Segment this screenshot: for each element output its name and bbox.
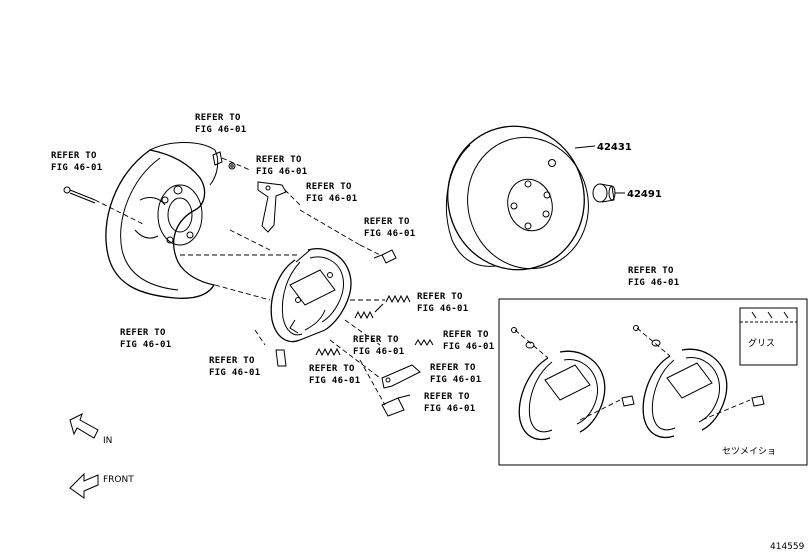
ref-label-7: REFER TO FIG 46-01 (417, 292, 468, 314)
svg-text:FIG 46-01: FIG 46-01 (120, 340, 171, 350)
svg-text:REFER TO: REFER TO (256, 155, 302, 165)
ref-label-2: REFER TO FIG 46-01 (195, 113, 246, 135)
part-number-plug: 42491 (627, 189, 662, 200)
ref-label-6: REFER TO FIG 46-01 (120, 328, 171, 350)
clip-part (212, 151, 236, 170)
spring-lower (315, 347, 341, 357)
front-arrow-icon (69, 472, 99, 499)
svg-text:REFER TO: REFER TO (353, 335, 399, 345)
assembly-leaders (180, 209, 386, 406)
inset-box (498, 298, 808, 466)
svg-text:FIG 46-01: FIG 46-01 (417, 304, 468, 314)
ref-label-13: REFER TO FIG 46-01 (424, 392, 475, 414)
ref-label-8: REFER TO FIG 46-01 (353, 335, 404, 357)
svg-text:REFER TO: REFER TO (309, 364, 355, 374)
brake-shoe-assembly (270, 248, 352, 343)
brake-disc (446, 125, 589, 271)
spring-mid (354, 303, 384, 320)
ref-label-3: REFER TO FIG 46-01 (256, 155, 307, 177)
ref-label-11: REFER TO FIG 46-01 (309, 364, 360, 386)
svg-text:FIG 46-01: FIG 46-01 (306, 194, 357, 204)
hold-down-pin (275, 349, 287, 367)
adjuster (373, 249, 397, 264)
svg-text:REFER TO: REFER TO (209, 356, 255, 366)
svg-text:FIG 46-01: FIG 46-01 (430, 375, 481, 385)
in-label: IN (103, 436, 112, 446)
ref-label-10: REFER TO FIG 46-01 (209, 356, 260, 378)
svg-text:REFER TO: REFER TO (417, 292, 463, 302)
svg-text:FIG 46-01: FIG 46-01 (51, 163, 102, 173)
spring-upper (385, 294, 411, 304)
svg-text:REFER TO: REFER TO (51, 151, 97, 161)
svg-text:FIG 46-01: FIG 46-01 (195, 125, 246, 135)
svg-text:FIG 46-01: FIG 46-01 (353, 347, 404, 357)
ref-label-9: REFER TO FIG 46-01 (443, 330, 494, 352)
spring-small (414, 339, 434, 346)
part-number-disc: 42431 (597, 142, 632, 153)
svg-text:REFER TO: REFER TO (195, 113, 241, 123)
ref-label-12: REFER TO FIG 46-01 (430, 363, 481, 385)
ref-label-14: REFER TO FIG 46-01 (628, 266, 679, 288)
ref-label-4: REFER TO FIG 46-01 (306, 182, 357, 204)
svg-text:REFER TO: REFER TO (628, 266, 674, 276)
svg-text:FIG 46-01: FIG 46-01 (364, 229, 415, 239)
hole-plug (592, 183, 616, 203)
svg-text:REFER TO: REFER TO (306, 182, 352, 192)
svg-text:FIG 46-01: FIG 46-01 (256, 167, 307, 177)
svg-text:FIG 46-01: FIG 46-01 (309, 376, 360, 386)
ref-label-1: REFER TO FIG 46-01 (51, 151, 102, 173)
backing-plate (105, 142, 219, 299)
svg-text:REFER TO: REFER TO (364, 217, 410, 227)
svg-text:REFER TO: REFER TO (120, 328, 166, 338)
svg-text:REFER TO: REFER TO (424, 392, 470, 402)
svg-text:REFER TO: REFER TO (430, 363, 476, 373)
ref-label-5: REFER TO FIG 46-01 (364, 217, 415, 239)
figure-id: 414559 (770, 542, 805, 552)
adjuster-nut (381, 394, 411, 417)
leader-42431 (574, 145, 596, 149)
strut (381, 364, 421, 389)
grease-label: グリス (748, 337, 775, 349)
svg-text:FIG 46-01: FIG 46-01 (424, 404, 475, 414)
front-label: FRONT (103, 475, 134, 485)
svg-text:FIG 46-01: FIG 46-01 (628, 278, 679, 288)
inset-caption: セツメイショ (722, 446, 776, 457)
bolt (63, 186, 96, 204)
leader-lever (284, 189, 301, 206)
parking-lever (257, 181, 287, 233)
svg-text:REFER TO: REFER TO (443, 330, 489, 340)
leader-clip (221, 157, 251, 171)
in-arrow-icon (69, 413, 99, 439)
svg-text:FIG 46-01: FIG 46-01 (443, 342, 494, 352)
leader-bolt (94, 199, 146, 226)
svg-text:FIG 46-01: FIG 46-01 (209, 368, 260, 378)
